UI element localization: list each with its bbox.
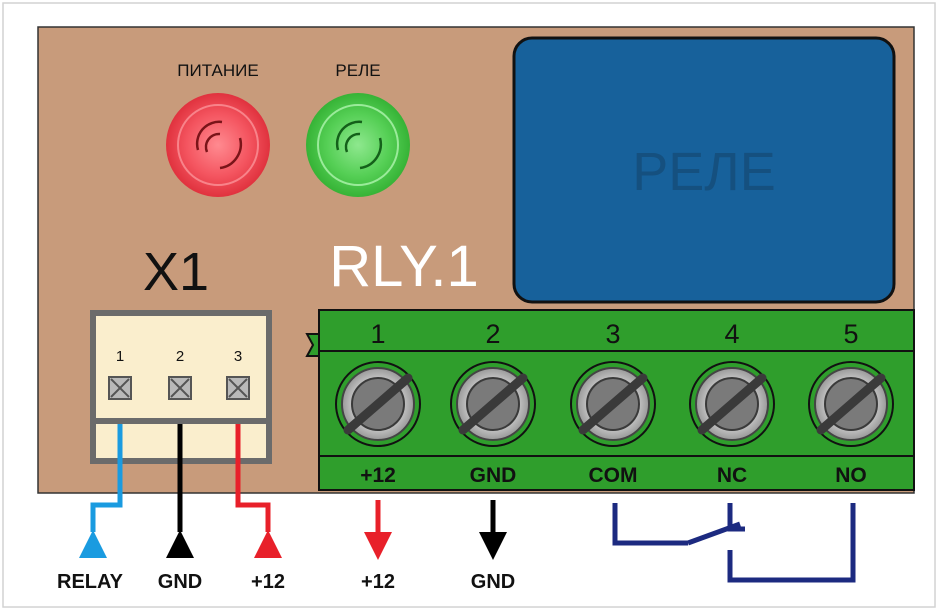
relay-led-label: РЕЛЕ bbox=[335, 61, 380, 80]
switch-contact-wiring bbox=[612, 503, 856, 583]
wire-arrow-up-icon bbox=[254, 530, 282, 558]
x1-wire-label-3: +12 bbox=[251, 571, 285, 593]
terminal-screw-icon bbox=[450, 361, 536, 447]
terminal-number-2: 2 bbox=[485, 319, 500, 349]
terminal-label-2: GND bbox=[470, 464, 517, 487]
terminal-screw-icon bbox=[570, 361, 656, 447]
x1-pin-contact-icon bbox=[108, 376, 132, 400]
supply-arrow-2 bbox=[479, 500, 507, 560]
x1-title: X1 bbox=[143, 242, 209, 302]
terminal-number-1: 1 bbox=[370, 319, 385, 349]
x1-wires: RELAY GND +12 bbox=[57, 424, 285, 593]
supply-arrow-1 bbox=[364, 500, 392, 560]
x1-pin-contact-icon bbox=[226, 376, 250, 400]
power-led-label: ПИТАНИЕ bbox=[177, 61, 258, 80]
terminal-screw-icon bbox=[808, 361, 894, 447]
power-led-icon bbox=[166, 93, 270, 197]
wire-arrow-up-icon bbox=[166, 530, 194, 558]
supply-arrows: +12 GND bbox=[361, 500, 515, 593]
relay-led-icon bbox=[306, 93, 410, 197]
terminal-label-4: NC bbox=[717, 464, 747, 487]
x1-wire-gnd bbox=[166, 424, 194, 558]
terminal-number-4: 4 bbox=[724, 319, 739, 349]
rly1-title: RLY.1 bbox=[329, 234, 478, 299]
terminal-screw-icon bbox=[689, 361, 775, 447]
x1-wire-label-2: GND bbox=[158, 571, 202, 593]
supply-label-2: GND bbox=[471, 571, 515, 593]
x1-wire-label-1: RELAY bbox=[57, 571, 124, 593]
x1-pin-number-2: 2 bbox=[176, 348, 184, 365]
relay-body-label: РЕЛЕ bbox=[632, 142, 776, 202]
terminal-number-3: 3 bbox=[605, 319, 620, 349]
terminal-label-1: +12 bbox=[360, 464, 396, 487]
supply-label-1: +12 bbox=[361, 571, 395, 593]
x1-pin-contact-icon bbox=[168, 376, 192, 400]
x1-wire-relay bbox=[79, 424, 123, 558]
relay-body bbox=[512, 36, 896, 304]
x1-pin-number-3: 3 bbox=[234, 348, 242, 365]
x1-pin-number-1: 1 bbox=[116, 348, 124, 365]
arrow-down-icon bbox=[479, 532, 507, 560]
arrow-down-icon bbox=[364, 532, 392, 560]
terminal-label-3: COM bbox=[589, 464, 638, 487]
x1-wire-plus12 bbox=[235, 424, 282, 558]
terminal-screw-icon bbox=[335, 361, 421, 447]
wire-arrow-up-icon bbox=[79, 530, 107, 558]
terminal-label-5: NO bbox=[835, 464, 867, 487]
terminal-number-5: 5 bbox=[843, 319, 858, 349]
